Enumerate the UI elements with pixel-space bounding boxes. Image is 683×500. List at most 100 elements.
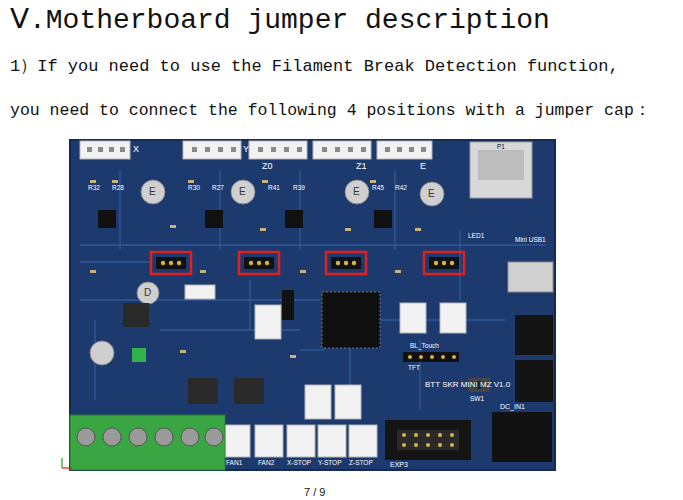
usb-port [508,262,553,292]
component-ref: R45 [372,184,384,191]
connector-pin [297,147,302,152]
jumper-header [161,261,165,265]
connector-pin [258,147,263,152]
jumper-header [249,261,253,265]
pcb-trace [249,280,250,330]
jumper-header [450,261,454,265]
electrolytic-capacitor [345,180,369,204]
jumper-header [244,257,274,269]
power-terminal [129,428,147,446]
inductor [123,303,149,327]
capacitor-mark: E [353,186,360,198]
driver-chip [205,210,223,228]
jumper-header [344,261,348,265]
connector-label: FAN2 [258,459,274,466]
axis-label: Z1 [356,161,367,171]
smd-component [395,270,401,273]
smd-component [290,355,296,358]
exp-connector [426,433,430,437]
axis-label: X [133,144,139,154]
pin-header [452,355,456,359]
highlight-box [151,252,464,274]
electrolytic-capacitor [90,180,444,365]
axis-marker [61,458,62,468]
white-connector [255,425,283,457]
jumper-header [336,261,340,265]
pcb-trace [300,349,325,350]
power-terminal [70,415,225,470]
white-connector [318,425,346,457]
pcb-trace [80,170,545,410]
connector-pin [385,147,390,152]
inductor [234,378,264,404]
exp-connector [402,433,406,437]
connector-pin [361,147,366,152]
component-ref: R30 [188,184,200,191]
pcb-trace [459,230,460,300]
white-connector [400,303,426,333]
usb-port [508,262,553,292]
connector-pin [409,147,414,152]
capacitor-mark: D [144,287,151,299]
white-connector [440,303,466,333]
smd-component [415,228,421,231]
exp-connector [385,420,471,460]
power-terminal [70,415,225,470]
jumper-header [442,261,446,265]
power-terminal [155,428,173,446]
power-terminal [103,428,121,446]
motor-connector [80,141,130,159]
smd-component [90,180,421,358]
exp-connector [397,430,459,450]
jumper-header [169,261,173,265]
driver-chip [98,210,116,228]
pin-header [408,355,412,359]
status-led [132,348,146,362]
electrolytic-capacitor [137,282,159,304]
pcb-trace [80,261,150,262]
exp-connector [438,443,442,447]
sd-card-slot [470,142,532,198]
connector-pin [348,147,353,152]
exp-connector [438,433,442,437]
mcu-chip [322,292,380,348]
axis-marker [62,467,72,468]
mcu-chip [322,292,380,348]
motor-connector [377,141,432,159]
side-connector [515,360,553,402]
smd-component [188,180,194,183]
jumper-header [352,261,356,265]
electrolytic-capacitor [90,341,114,365]
driver-chip [98,210,392,228]
pin-header [441,355,445,359]
side-connector [515,315,553,402]
component-ref: LED1 [468,232,484,239]
smd-component [112,180,118,183]
jumper-header [429,257,459,269]
motor-connector [249,141,307,159]
inductor [123,303,264,404]
smd-component [260,228,266,231]
pin-header [403,352,459,362]
jumper-header [161,261,454,265]
connector-label: Y-STOP [318,459,341,466]
sd-card-slot [478,150,524,180]
connector-pin [397,147,402,152]
connector-pin [120,147,125,152]
power-terminal [205,428,223,446]
exp-connector [414,443,418,447]
page-title: Ⅴ.Motherboard jumper description [10,2,550,36]
highlight-box [239,252,279,274]
pcb-trace [119,170,120,250]
electrolytic-capacitor [231,180,255,204]
driver-chip [285,210,303,228]
connector-pin [87,147,92,152]
component-ref: R41 [268,184,280,191]
exp-connector [450,443,454,447]
power-terminal [181,428,199,446]
connector-pin [205,147,210,152]
jumper-header [156,257,459,269]
smd-component [370,180,376,183]
connector-pin [271,147,276,152]
smd-component [262,180,268,183]
